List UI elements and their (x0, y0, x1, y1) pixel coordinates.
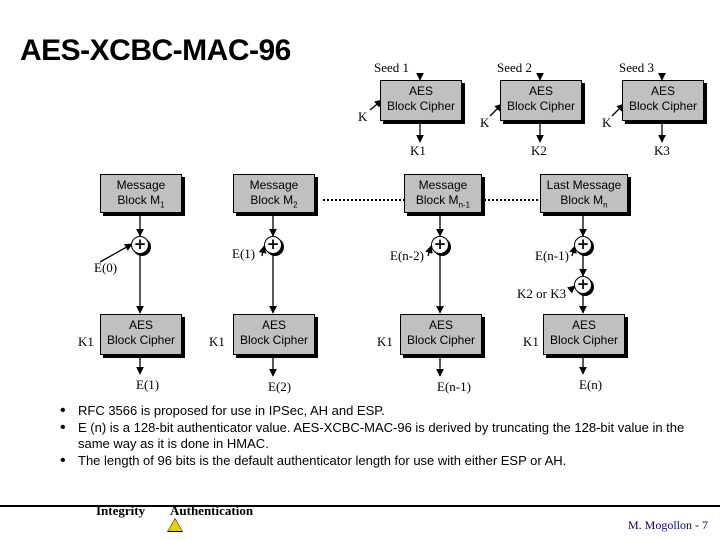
aes-block-n-1: AES Block Cipher (400, 314, 482, 355)
aes-block-1: AES Block Cipher (100, 314, 182, 355)
cipher-key-k1: K1 (78, 334, 94, 349)
output-en-1: E(n-1) (437, 379, 471, 394)
home-triangle-icon[interactable] (168, 519, 182, 531)
message-block-n-1: Message Block Mn-1 (404, 174, 482, 213)
key-input-3: K (602, 115, 612, 130)
message-block-line1: Last Message (546, 178, 622, 192)
k2-or-k3-label: K2 or K3 (517, 286, 567, 301)
bullet-list: RFC 3566 is proposed for use in IPSec, A… (60, 403, 700, 470)
message-block-line2: Block M (415, 193, 459, 207)
chain-input-en-2: E(n-2) (390, 248, 424, 263)
aes-label: AES (650, 84, 675, 98)
cipher-key-k1: K1 (377, 334, 393, 349)
aes-block-cipher-label: Block Cipher (549, 333, 619, 347)
aes-block-seed-3: AES Block Cipher (622, 80, 704, 121)
seed-2-label: Seed 2 (497, 60, 533, 75)
aes-label: AES (571, 318, 596, 332)
chain-input-e1: E(1) (232, 246, 256, 261)
message-block-2: Message Block M2 (233, 174, 315, 213)
aes-block-2: AES Block Cipher (233, 314, 315, 355)
aes-label: AES (528, 84, 553, 98)
message-block-line1: Message (418, 178, 468, 192)
bullet-item: RFC 3566 is proposed for use in IPSec, A… (60, 403, 700, 419)
message-block-line2: Block M (117, 193, 161, 207)
integrity-link[interactable]: Integrity (96, 503, 146, 518)
seed-3-label: Seed 3 (619, 60, 655, 75)
cipher-key-k1: K1 (523, 334, 539, 349)
aes-block-cipher-label: Block Cipher (106, 333, 176, 347)
xor-plus-icon: + (131, 236, 149, 254)
slide-title: AES-XCBC-MAC-96 (20, 34, 291, 67)
derived-key-k1: K1 (410, 143, 426, 158)
chain-input-en-1: E(n-1) (535, 248, 569, 263)
bullet-item: The length of 96 bits is the default aut… (60, 453, 700, 469)
aes-label: AES (128, 318, 153, 332)
xor-plus-icon: + (574, 276, 592, 294)
aes-block-seed-2: AES Block Cipher (500, 80, 582, 121)
xor-plus-icon: + (431, 236, 449, 254)
key-input-1: K (358, 109, 368, 124)
aes-block-n: AES Block Cipher (543, 314, 625, 355)
aes-label: AES (261, 318, 286, 332)
authentication-link[interactable]: Authentication (170, 503, 254, 518)
aes-label: AES (408, 84, 433, 98)
output-e1: E(1) (136, 377, 160, 392)
output-en: E(n) (579, 377, 603, 392)
message-block-subscript: 2 (293, 200, 298, 210)
aes-block-seed-1: AES Block Cipher (380, 80, 462, 121)
aes-block-cipher-label: Block Cipher (506, 99, 576, 113)
chain-input-e0: E(0) (94, 260, 118, 275)
key-input-2: K (480, 115, 490, 130)
message-block-line1: Message (116, 178, 166, 192)
xor-plus-icon: + (264, 236, 282, 254)
message-block-last: Last Message Block Mn (540, 174, 628, 213)
message-block-subscript: 1 (160, 200, 165, 210)
message-block-subscript: n-1 (458, 200, 471, 210)
aes-label: AES (428, 318, 453, 332)
xor-plus-icon: + (574, 236, 592, 254)
output-e2: E(2) (268, 379, 292, 394)
aes-block-cipher-label: Block Cipher (406, 333, 476, 347)
page-number: M. Mogollon - 7 (627, 518, 708, 532)
aes-block-cipher-label: Block Cipher (628, 99, 698, 113)
message-block-line2: Block M (250, 193, 294, 207)
message-block-subscript: n (603, 200, 608, 210)
message-block-1: Message Block M1 (100, 174, 182, 213)
cipher-key-k1: K1 (209, 334, 225, 349)
aes-block-cipher-label: Block Cipher (239, 333, 309, 347)
bullet-item: E (n) is a 128-bit authenticator value. … (60, 420, 700, 452)
derived-key-k2: K2 (531, 143, 547, 158)
message-block-line1: Message (249, 178, 299, 192)
aes-block-cipher-label: Block Cipher (386, 99, 456, 113)
footer-divider (0, 505, 720, 507)
message-block-line2: Block M (560, 193, 604, 207)
seed-1-label: Seed 1 (374, 60, 410, 75)
derived-key-k3: K3 (654, 143, 670, 158)
